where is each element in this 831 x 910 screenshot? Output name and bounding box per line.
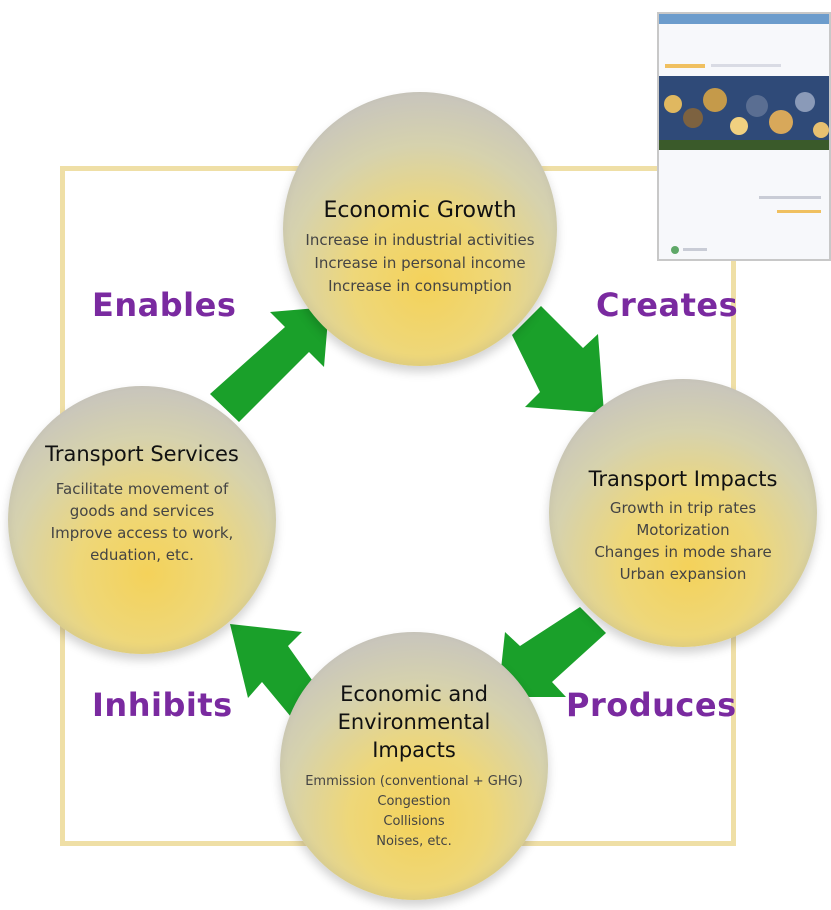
arrow-enables bbox=[210, 307, 329, 422]
node-economic-growth: Economic Growth Increase in industrial a… bbox=[283, 92, 557, 366]
verb-creates: Creates bbox=[596, 286, 739, 324]
node-line: eduation, etc. bbox=[90, 546, 194, 564]
node-title: Transport Impacts bbox=[588, 467, 778, 491]
node-line: Urban expansion bbox=[619, 565, 747, 583]
node-line: Noises, etc. bbox=[376, 834, 452, 849]
node-title: Environmental bbox=[337, 710, 491, 734]
arrow-creates bbox=[512, 306, 604, 413]
node-line: goods and services bbox=[69, 502, 215, 520]
node-line: Motorization bbox=[636, 521, 730, 539]
verb-inhibits: Inhibits bbox=[92, 686, 233, 724]
node-title: Transport Services bbox=[45, 442, 239, 466]
report-cover-image bbox=[659, 14, 829, 259]
node-line: Changes in mode share bbox=[594, 543, 772, 561]
node-line: Increase in consumption bbox=[328, 277, 512, 295]
node-economic-environmental-impacts: Economic and Environmental Impacts Emmis… bbox=[280, 632, 548, 900]
node-line: Collisions bbox=[383, 814, 445, 829]
report-cover-thumbnail bbox=[657, 12, 831, 261]
arrow-produces bbox=[498, 607, 606, 697]
node-title: Economic and bbox=[340, 682, 488, 706]
node-line: Facilitate movement of bbox=[55, 480, 229, 498]
node-transport-impacts: Transport Impacts Growth in trip rates M… bbox=[549, 379, 817, 647]
node-line: Improve access to work, bbox=[50, 524, 234, 542]
node-transport-services: Transport Services Facilitate movement o… bbox=[8, 386, 276, 654]
node-line: Congestion bbox=[377, 794, 451, 809]
node-line: Emmission (conventional + GHG) bbox=[305, 774, 523, 789]
node-line: Increase in industrial activities bbox=[305, 231, 535, 249]
node-line: Increase in personal income bbox=[314, 254, 526, 272]
node-title: Economic Growth bbox=[323, 198, 517, 223]
node-line: Growth in trip rates bbox=[609, 499, 757, 517]
verb-produces: Produces bbox=[566, 686, 737, 724]
verb-enables: Enables bbox=[92, 286, 237, 324]
node-title: Impacts bbox=[372, 738, 456, 762]
